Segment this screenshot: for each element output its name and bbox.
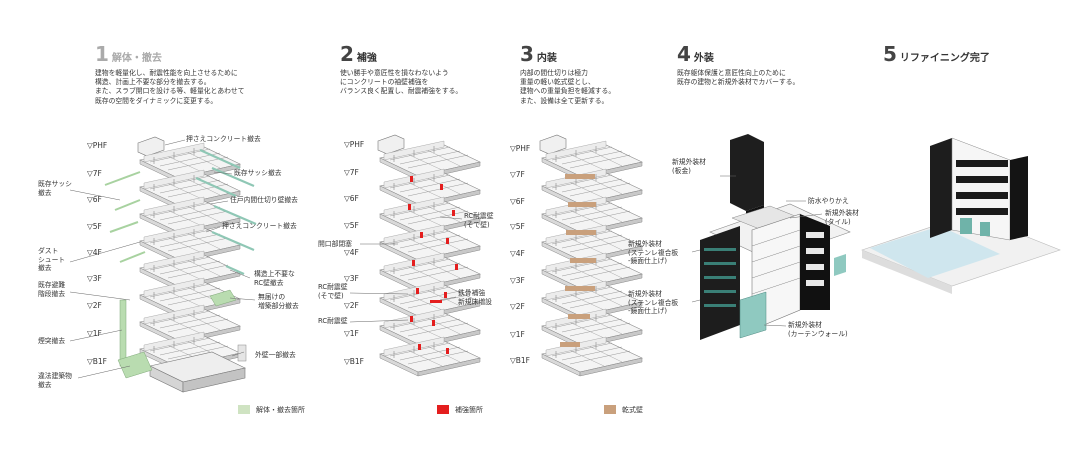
desc-line: 既存躯体保護と意匠性向上のために xyxy=(677,69,786,77)
floor-label: ▽B1F xyxy=(510,356,530,365)
legend-label-drywall: 乾式壁 xyxy=(622,406,643,414)
legend-label-reinforcement: 補強箇所 xyxy=(455,406,483,414)
callout-label: 押さえコンクリート撤去 xyxy=(222,222,297,230)
floor-label: ▽4F xyxy=(510,249,525,258)
step3-number: 3 xyxy=(520,42,534,66)
floor-label: ▽2F xyxy=(87,301,102,310)
callout-label: RC耐震壁 xyxy=(318,317,348,325)
desc-line: バランス良く配置し、耐震補強をする。 xyxy=(340,87,463,96)
legend-label-demolition: 解体・撤去箇所 xyxy=(256,406,305,414)
callout-label: 開口部閉塞 xyxy=(318,240,352,248)
callout-label: 新規外装材 (ステンレ複合板 -鏡面仕上げ) xyxy=(628,290,679,315)
step5-number: 5 xyxy=(883,42,897,66)
callout-label: 押さえコンクリート撤去 xyxy=(186,135,261,143)
step4-building xyxy=(700,134,851,340)
callout-label: 違法建築物 撤去 xyxy=(38,372,72,389)
floor-label: ▽5F xyxy=(510,222,525,231)
callout-label: 住戸内間仕切り壁撤去 xyxy=(230,196,298,204)
floor-label: ▽B1F xyxy=(344,357,364,366)
callout-label: RC耐震壁 (そで壁) xyxy=(318,283,348,300)
floor-label: ▽3F xyxy=(344,274,359,283)
callout-label: 新規外装材 (ステンレ複合板 -鏡面仕上げ) xyxy=(628,240,679,265)
callout-label: 新規外装材 (板金) xyxy=(672,158,706,175)
step2-description: 使い勝手や意匠性を損なわないようにコンクリートの袖壁補強をバランス良く配置し、耐… xyxy=(340,69,462,97)
floor-label: ▽6F xyxy=(344,194,359,203)
callout-label: 新規外装材 (カーテンウォール) xyxy=(788,321,848,338)
callout-label: 防水やりかえ xyxy=(808,197,849,205)
callout-label: 既存サッシ 撤去 xyxy=(38,180,72,197)
callout-label: 新規外装材 (タイル) xyxy=(825,209,859,226)
step5-building xyxy=(861,137,1061,294)
desc-line: また、スラブ開口を設ける等、軽量化とあわせて xyxy=(95,87,245,96)
step2-building-stack xyxy=(377,134,480,376)
step4-label: 外装 xyxy=(693,53,714,64)
step5-label: リファイニング完了 xyxy=(899,53,990,64)
floor-label: ▽2F xyxy=(510,302,525,311)
floor-label: ▽PHF xyxy=(87,141,108,150)
floor-label: ▽4F xyxy=(344,248,359,257)
step2-label: 補強 xyxy=(356,53,377,64)
step3-building-stack xyxy=(539,134,642,376)
floor-label: ▽5F xyxy=(87,222,102,231)
callout-label: 鉄骨補強 新規床増設 xyxy=(458,289,492,306)
floor-label: ▽6F xyxy=(510,197,525,206)
step1-number: 1 xyxy=(95,42,109,66)
step1-building-stack xyxy=(104,136,257,393)
desc-line: また、設備は全て更新する。 xyxy=(520,96,609,105)
callout-label: 煙突撤去 xyxy=(38,337,66,345)
desc-line: 既存の建物と新規外装材でカバーする。 xyxy=(677,78,800,87)
step2-number: 2 xyxy=(340,42,354,66)
callout-label: 外壁一部撤去 xyxy=(255,351,296,359)
desc-line: 構造、計画上不要な部分を撤去する。 xyxy=(95,78,211,87)
callout-label: RC耐震壁 (そで壁) xyxy=(464,212,494,229)
legend-swatch-reinforcement xyxy=(437,405,449,414)
step3-description: 内部の間仕切りは極力重量の軽い乾式壁とし、建物への重量負担を軽減する。また、設備… xyxy=(520,69,615,106)
desc-line: 既存の空間をダイナミックに変更する。 xyxy=(95,96,218,105)
floor-label: ▽5F xyxy=(344,221,359,230)
step1-description: 建物を軽量化し、耐震性能を向上させるために構造、計画上不要な部分を撤去する。また… xyxy=(95,69,245,106)
desc-line: 建物への重量負担を軽減する。 xyxy=(520,87,616,96)
floor-label: ▽2F xyxy=(344,301,359,310)
leader-lines xyxy=(69,139,823,379)
desc-line: 建物を軽量化し、耐震性能を向上させるために xyxy=(95,69,238,77)
desc-line: 使い勝手や意匠性を損なわないよう xyxy=(340,69,449,77)
step3-label: 内装 xyxy=(536,53,557,64)
floor-label: ▽4F xyxy=(87,248,102,257)
callout-label: 既存サッシ撤去 xyxy=(234,169,282,177)
step4-description: 既存躯体保護と意匠性向上のために既存の建物と新規外装材でカバーする。 xyxy=(677,69,799,87)
floor-label: ▽7F xyxy=(344,168,359,177)
legend-swatch-demolition xyxy=(238,405,250,414)
floor-label: ▽1F xyxy=(87,329,102,338)
floor-label: ▽1F xyxy=(344,329,359,338)
floor-label: ▽6F xyxy=(87,195,102,204)
floor-label: ▽7F xyxy=(87,169,102,178)
callout-label: 構造上不要な RC壁撤去 xyxy=(254,270,295,287)
floor-label: ▽PHF xyxy=(510,144,531,153)
floor-label: ▽3F xyxy=(510,276,525,285)
callout-label: ダスト シュート 撤去 xyxy=(38,247,66,272)
callout-label: 無届けの 増築部分撤去 xyxy=(258,293,299,310)
step1-label: 解体・撤去 xyxy=(111,53,162,64)
floor-label: ▽B1F xyxy=(87,357,107,366)
desc-line: 内部の間仕切りは極力 xyxy=(520,69,588,77)
floor-label: ▽1F xyxy=(510,330,525,339)
floor-label: ▽3F xyxy=(87,274,102,283)
desc-line: 重量の軽い乾式壁とし、 xyxy=(520,78,595,87)
step4-number: 4 xyxy=(677,42,691,66)
legend-swatch-drywall xyxy=(604,405,616,414)
desc-line: にコンクリートの袖壁補強を xyxy=(340,78,429,87)
floor-label: ▽PHF xyxy=(344,140,365,149)
floor-label: ▽7F xyxy=(510,170,525,179)
callout-label: 既存避難 階段撤去 xyxy=(38,281,66,298)
